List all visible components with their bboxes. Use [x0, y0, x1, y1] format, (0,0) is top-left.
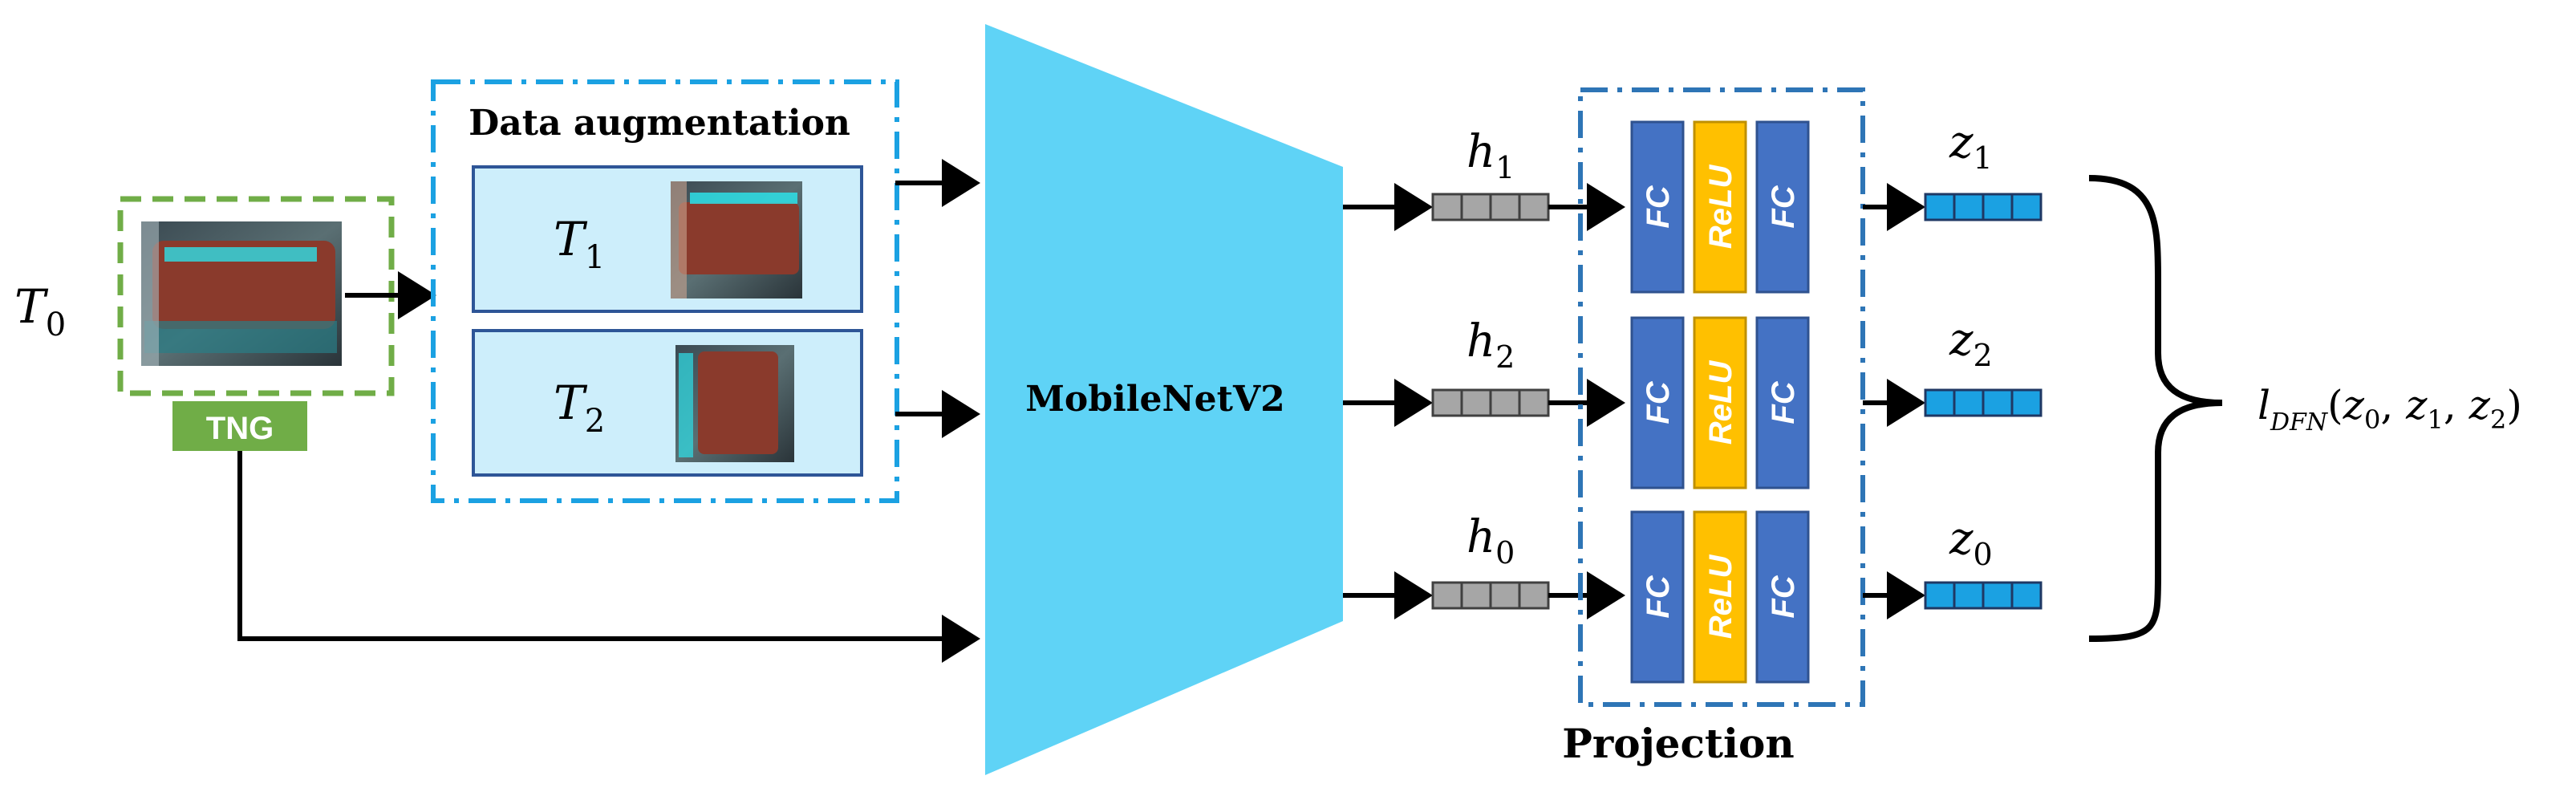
- fc-layer-label: FC: [1641, 185, 1676, 228]
- augmented-view-t1-label: T1: [554, 212, 605, 276]
- relu-layer-label: ReLU: [1703, 554, 1738, 640]
- patch-image-t1: [671, 181, 802, 298]
- fc-layer-label: FC: [1766, 185, 1801, 228]
- projection-title: Projection: [1562, 720, 1794, 767]
- augmented-view-t1: [472, 165, 863, 313]
- projection-head-row-1: FC ReLU FC: [1630, 120, 1810, 294]
- loss-function-label: lDFN(z0, z1, z2): [2258, 382, 2522, 437]
- relu-layer-label: ReLU: [1703, 360, 1738, 445]
- fc-layer: [1630, 510, 1685, 684]
- arrow-original-to-backbone: [237, 451, 980, 663]
- projection-head-row-2: FC ReLU FC: [1630, 316, 1810, 489]
- tng-tag: [172, 401, 307, 451]
- feature-label-h2: h2: [1466, 315, 1515, 375]
- augmented-view-t2-label: T2: [554, 376, 605, 440]
- patch-image-original: [141, 221, 342, 366]
- feature-vector-h1: [1431, 193, 1550, 221]
- embedding-row-z1: z1: [1863, 116, 2043, 231]
- fc-layer: [1755, 316, 1810, 489]
- input-label: T0: [14, 279, 66, 343]
- fc-layer-label: FC: [1766, 575, 1801, 618]
- fc-layer-label: FC: [1641, 380, 1676, 424]
- feature-vector-h2: [1431, 388, 1550, 417]
- embedding-label-z2: z2: [1949, 314, 1993, 373]
- embedding-label-z0: z0: [1949, 513, 1993, 572]
- feature-label-h1: h1: [1466, 126, 1515, 185]
- embedding-row-z2: z2: [1863, 314, 2043, 427]
- augmentation-frame: [431, 79, 899, 503]
- backbone-trapezoid: [985, 24, 1343, 775]
- fc-layer: [1755, 120, 1810, 294]
- embedding-vector-z0: [1924, 581, 2043, 610]
- feature-label-h0: h0: [1466, 511, 1515, 571]
- fc-layer-label: FC: [1766, 380, 1801, 424]
- augmentation-title: Data augmentation: [469, 103, 850, 144]
- brace-icon: [2088, 175, 2223, 642]
- fc-layer: [1630, 120, 1685, 294]
- relu-layer: [1693, 510, 1747, 684]
- fc-layer: [1755, 510, 1810, 684]
- embedding-vector-z2: [1924, 388, 2043, 417]
- patch-image-t2: [675, 345, 794, 462]
- feature-row-h2: h2: [1343, 315, 1625, 427]
- feature-vector-h0: [1431, 581, 1550, 610]
- fc-layer: [1630, 316, 1685, 489]
- relu-layer-label: ReLU: [1703, 164, 1738, 250]
- projection-frame: [1578, 87, 1865, 707]
- projection-head-row-3: FC ReLU FC: [1630, 510, 1810, 684]
- relu-layer: [1693, 316, 1747, 489]
- augmented-view-t2: [472, 329, 863, 477]
- tng-tag-label: TNG: [206, 411, 274, 446]
- embedding-vector-z1: [1924, 193, 2043, 221]
- relu-layer: [1693, 120, 1747, 294]
- backbone-label: MobileNetV2: [1025, 379, 1285, 420]
- embedding-row-z0: z0: [1863, 513, 2043, 619]
- fc-layer-label: FC: [1641, 575, 1676, 618]
- feature-row-h1: h1: [1343, 126, 1625, 231]
- feature-row-h0: h0: [1343, 511, 1625, 619]
- svg-text:T0: T0: [14, 279, 66, 343]
- embedding-label-z1: z1: [1949, 116, 1993, 176]
